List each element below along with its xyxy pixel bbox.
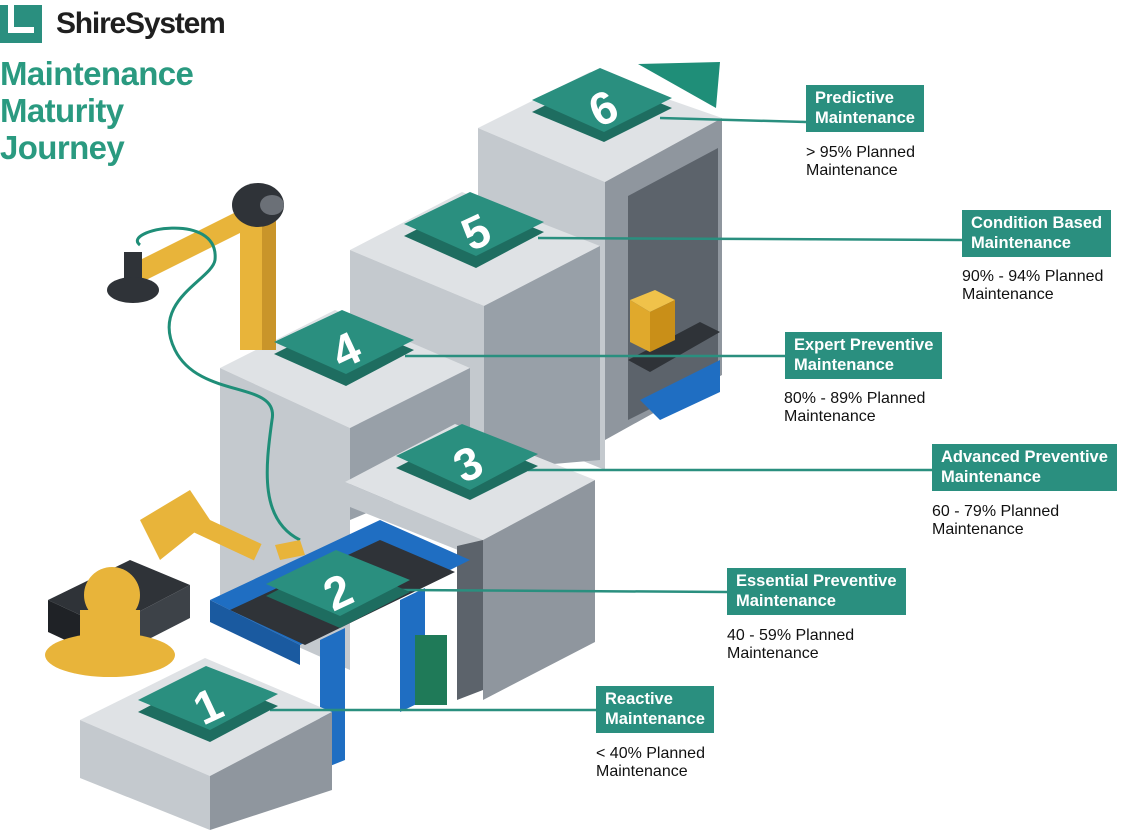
package-box-icon — [630, 290, 675, 312]
step-3-label: Advanced Preventive Maintenance — [932, 444, 1117, 491]
robot-arm-top — [107, 183, 301, 542]
step-6-label: Predictive Maintenance — [806, 85, 924, 132]
step-tile-2: 2 — [266, 550, 410, 628]
title-line-2: Maturity — [0, 92, 124, 129]
brand-name: ShireSystem — [56, 7, 226, 40]
step-tile-4: 4 — [274, 310, 414, 386]
step-5-detail: 90% - 94% Planned Maintenance — [962, 268, 1104, 303]
step-1-label: Reactive Maintenance — [596, 686, 714, 733]
robot-arm-bottom — [45, 490, 305, 677]
step-2-detail: 40 - 59% Planned Maintenance — [727, 627, 855, 662]
step-tile-3: 3 — [396, 424, 538, 500]
connector-lines — [270, 116, 963, 712]
page-title: Maintenance Maturity Journey — [0, 55, 260, 166]
step-tile-6: 6 — [532, 68, 672, 142]
step-1-detail: < 40% Planned Maintenance — [596, 745, 705, 780]
step-tile-5: 5 — [404, 192, 544, 268]
step-4-detail: 80% - 89% Planned Maintenance — [784, 390, 926, 425]
step-5-label: Condition Based Maintenance — [962, 210, 1112, 257]
title-line-3: Journey — [0, 129, 125, 166]
step-6-detail: > 95% Planned Maintenance — [806, 144, 915, 179]
brand-header: ShireSystem — [0, 4, 226, 44]
step-4-label: Expert Preventive Maintenance — [785, 332, 943, 379]
step-2-label: Essential Preventive Maintenance — [727, 568, 906, 615]
goal-flag-icon — [638, 62, 720, 108]
step-3-detail: 60 - 79% Planned Maintenance — [932, 503, 1060, 538]
title-line-1: Maintenance — [0, 55, 194, 92]
step-tile-1: 1 — [138, 666, 278, 742]
shiresystem-logo-icon — [0, 5, 42, 43]
